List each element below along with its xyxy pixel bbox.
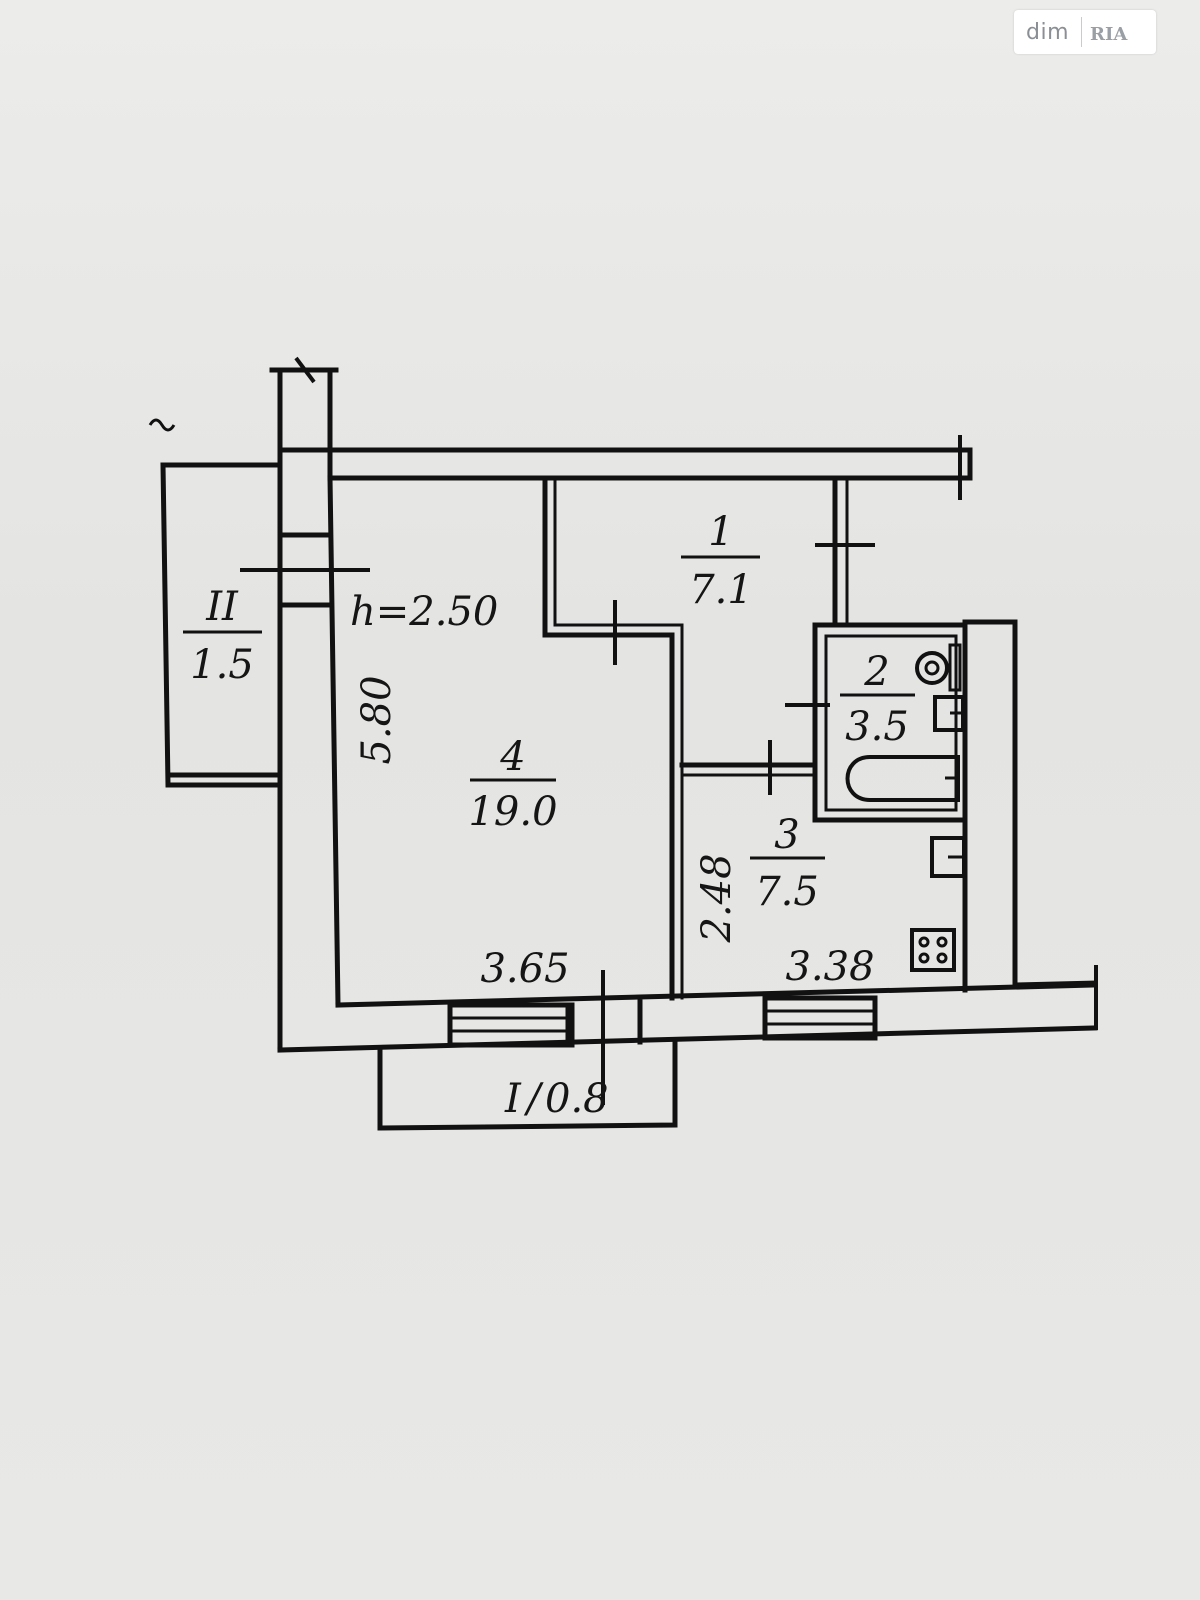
- room3-length-dimension: 2.48: [694, 853, 740, 943]
- room-2-number: 2: [863, 649, 889, 695]
- ceiling-height-label: h=2.50: [350, 589, 498, 635]
- east-wall: [962, 619, 1098, 988]
- balcony-ii-outline: [160, 462, 283, 788]
- room-3-area: 7.5: [755, 869, 819, 915]
- bathtub-icon: [845, 755, 960, 802]
- break-mark-balcony: [148, 418, 176, 432]
- room4-width-dimension: 3.65: [480, 946, 569, 992]
- watermark-ria-logo: RIA: [1090, 23, 1128, 45]
- room-i-area: 0.8: [545, 1076, 609, 1122]
- left-wall-inner: [327, 475, 341, 1008]
- stove-icon: [910, 928, 956, 972]
- watermark-separator: [1081, 17, 1083, 47]
- break-mark-top: [294, 356, 316, 384]
- room-1-area: 7.1: [689, 567, 753, 613]
- room4-length-dimension: 5.80: [354, 675, 400, 764]
- dim-ria-watermark: dim RIA: [1014, 10, 1156, 54]
- room-4-number: 4: [499, 734, 525, 780]
- south-wall-inner: [335, 982, 1098, 1008]
- room-i-number: I: [504, 1076, 522, 1122]
- room-4-area: 19.0: [468, 789, 557, 835]
- south-wall-outer: [277, 1025, 1098, 1053]
- balcony-i-outline: [377, 1037, 678, 1131]
- room-3-number: 3: [774, 812, 799, 858]
- room-2-area: 3.5: [845, 704, 909, 750]
- watermark-dim-text: dim: [1026, 19, 1070, 45]
- room3-width-dimension: 3.38: [785, 944, 874, 990]
- room-ii-area: 1.5: [190, 642, 254, 688]
- room-1-number: 1: [708, 509, 733, 555]
- toilet-icon: [915, 651, 949, 685]
- room-ii-number: II: [205, 584, 239, 630]
- window-room4: [447, 1002, 571, 1048]
- window-room3: [762, 995, 878, 1041]
- room-i-separator: /: [523, 1076, 544, 1122]
